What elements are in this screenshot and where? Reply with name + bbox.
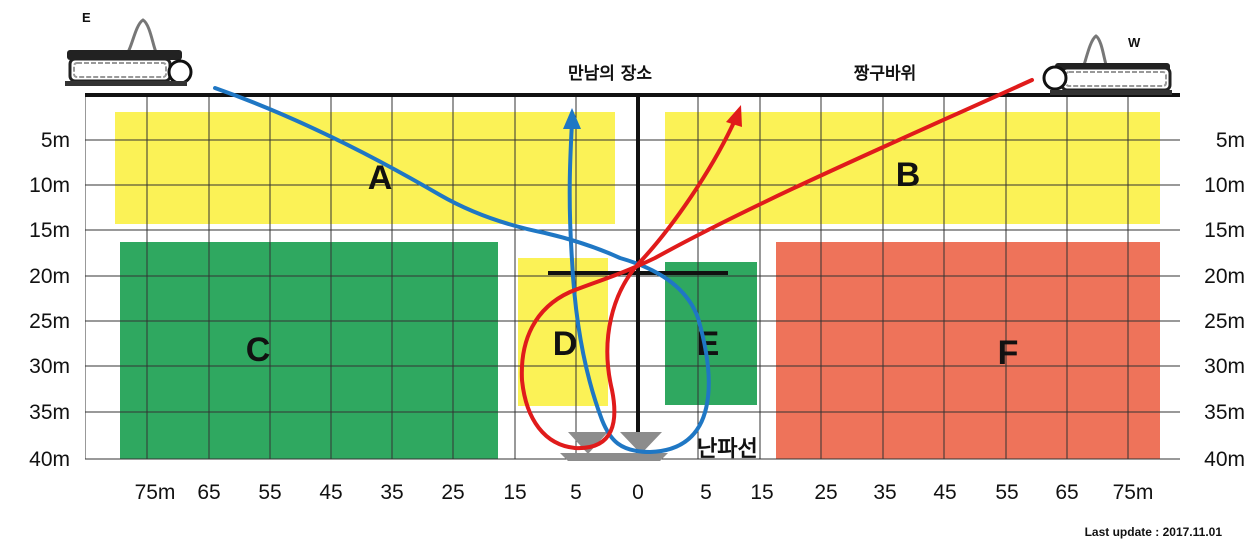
distance-label: 75m [135,481,176,504]
distance-label: 15 [750,481,773,504]
depth-axis-left: 5m 10m 15m 20m 25m 30m 35m 40m [29,129,70,471]
distance-label: 35 [873,481,896,504]
last-update-note: Last update : 2017.11.01 [1084,525,1222,539]
red-route-from-west-crane [519,78,1034,451]
red-arrowhead-icon [726,105,742,127]
blue-route-from-east-crane [213,86,711,454]
east-crane-label: E [82,10,91,25]
zone-b [665,112,1160,224]
red-routes [519,78,1034,451]
zone-label-d: D [553,325,578,363]
depth-axis-right: 5m 10m 15m 20m 25m 30m 35m 40m [1204,129,1245,471]
zone-label-f: F [998,334,1019,372]
distance-label: 5 [570,481,582,504]
depth-label-left: 30m [29,355,70,378]
depth-label-right: 15m [1204,219,1245,242]
zone-f [776,242,1160,459]
west-crane-label: W [1128,35,1141,50]
distance-label: 35 [380,481,403,504]
west-crane-icon: W [1042,34,1172,95]
distance-label: 15 [503,481,526,504]
shipwreck-label: 난파선 [697,437,758,462]
depth-label-right: 30m [1204,355,1245,378]
depth-label-left: 10m [29,174,70,197]
grid-lines [85,95,1180,460]
depth-label-left: 5m [41,129,70,152]
depth-label-right: 20m [1204,265,1245,288]
distance-label: 55 [995,481,1018,504]
depth-label-right: 35m [1204,401,1245,424]
east-crane-icon: E [65,10,193,86]
zone-label-b: B [896,156,921,194]
depth-label-right: 40m [1204,448,1245,471]
zone-label-c: C [246,331,271,369]
distance-label: 65 [1055,481,1078,504]
zone-a [115,112,615,224]
distance-label: 45 [933,481,956,504]
rock-label: 짱구바위 [854,64,917,84]
distance-label: 25 [441,481,464,504]
meeting-place-label: 만남의 장소 [568,64,652,84]
depth-label-left: 20m [29,265,70,288]
depth-label-left: 40m [29,448,70,471]
distance-label: 5 [700,481,712,504]
depth-label-right: 5m [1216,129,1245,152]
distance-label: 55 [258,481,281,504]
distance-label: 75m [1113,481,1154,504]
zone-e [665,262,757,405]
depth-label-left: 15m [29,219,70,242]
zone-c [120,242,498,459]
depth-label-right: 10m [1204,174,1245,197]
distance-label: 25 [814,481,837,504]
distance-axis: 75m 65 55 45 35 25 15 5 0 5 15 25 35 45 55 65 75m [135,481,1154,504]
depth-label-left: 35m [29,401,70,424]
blue-routes [213,86,711,454]
distance-label: 0 [632,481,644,504]
depth-label-right: 25m [1204,310,1245,333]
depth-label-left: 25m [29,310,70,333]
distance-label: 65 [197,481,220,504]
blue-arrowhead-icon [563,108,581,129]
distance-label: 45 [319,481,342,504]
shipwreck-marker [560,432,668,461]
